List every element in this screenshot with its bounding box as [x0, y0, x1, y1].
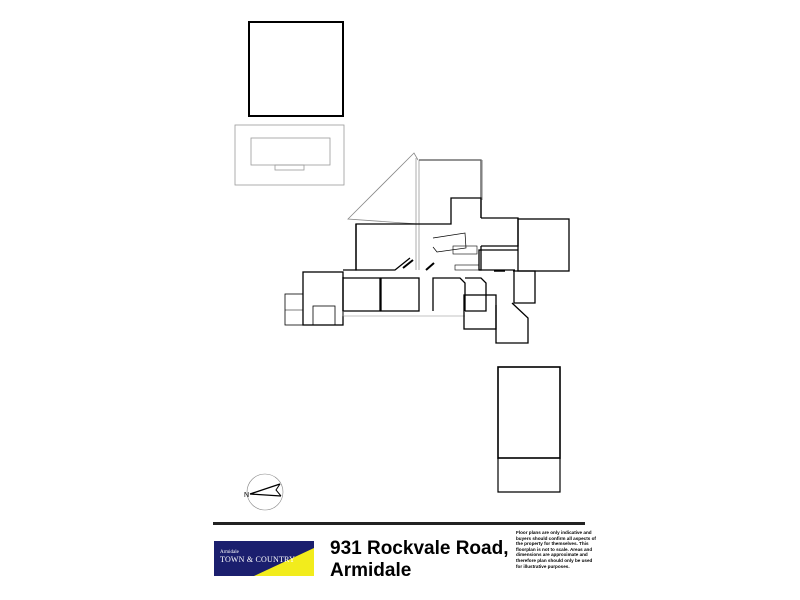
main-house: [284, 152, 570, 344]
pool-area: [234, 124, 345, 186]
property-address: 931 Rockvale Road, Armidale: [330, 538, 508, 582]
kitchen-bench: [432, 232, 467, 253]
logo-small-text: Armidale: [220, 550, 239, 555]
shed-outline: [248, 21, 344, 117]
bedroom-right: [463, 294, 497, 330]
footer-divider: [213, 522, 585, 525]
logo-accent: [254, 548, 314, 576]
garage-attached: [517, 218, 570, 272]
living-room: [355, 224, 411, 271]
north-letter: N: [244, 492, 249, 499]
garage-detached: [497, 366, 561, 493]
deck-outline: [347, 152, 419, 225]
logo-main-text: TOWN & COUNTRY: [220, 555, 296, 564]
bedroom-wing: [302, 271, 344, 326]
agency-logo: Armidale TOWN & COUNTRY: [214, 541, 314, 576]
north-arrow-icon: N: [244, 473, 284, 511]
address-line-2: Armidale: [330, 560, 412, 581]
disclaimer-text: Floor plans are only indicative and buye…: [516, 530, 596, 569]
address-line-1: 931 Rockvale Road,: [330, 538, 509, 559]
